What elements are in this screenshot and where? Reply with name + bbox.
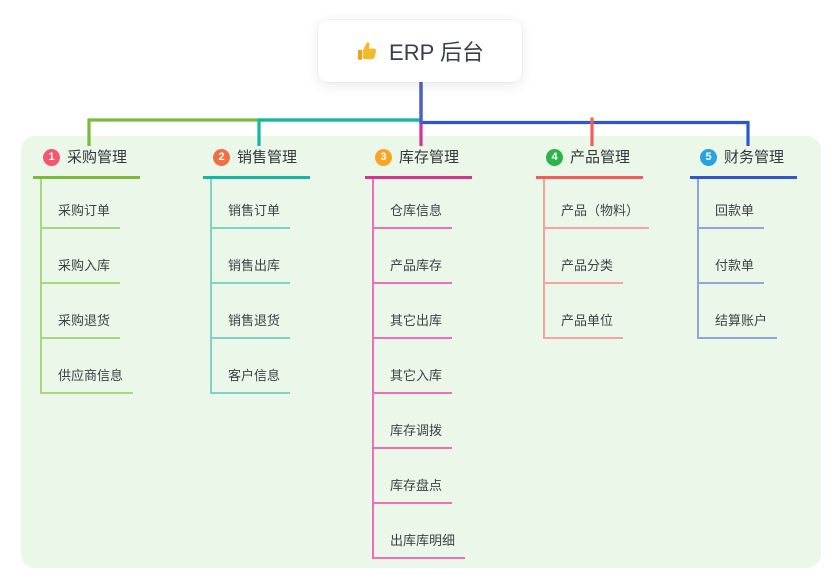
child-node[interactable]: 销售出库 <box>210 257 291 284</box>
root-title: ERP 后台 <box>389 40 484 65</box>
child-node[interactable]: 供应商信息 <box>40 367 134 394</box>
child-node[interactable]: 仓库信息 <box>372 202 453 229</box>
branch-node-2[interactable]: 2 销售管理 <box>203 147 311 179</box>
child-node[interactable]: 结算账户 <box>697 312 778 339</box>
branch-node-4[interactable]: 4 产品管理 <box>536 147 644 179</box>
child-node[interactable]: 出库库明细 <box>372 532 466 559</box>
child-node[interactable]: 产品分类 <box>543 257 624 284</box>
child-node[interactable]: 采购退货 <box>40 312 121 339</box>
child-node[interactable]: 客户信息 <box>210 367 291 394</box>
branch-title-label: 产品管理 <box>570 149 631 166</box>
child-node[interactable]: 付款单 <box>697 257 765 284</box>
child-node[interactable]: 回款单 <box>697 202 765 229</box>
branch-number-badge: 4 <box>546 149 563 166</box>
branches-panel <box>21 136 821 568</box>
child-node[interactable]: 产品（物料） <box>543 202 650 229</box>
branch-title-label: 采购管理 <box>67 149 128 166</box>
child-node[interactable]: 产品单位 <box>543 312 624 339</box>
branch-title-label: 库存管理 <box>399 149 460 166</box>
branch-node-3[interactable]: 3 库存管理 <box>365 147 473 179</box>
branch-node-1[interactable]: 1 采购管理 <box>33 147 141 179</box>
branch-number-badge: 3 <box>375 149 392 166</box>
child-node[interactable]: 库存调拨 <box>372 422 453 449</box>
child-node[interactable]: 库存盘点 <box>372 477 453 504</box>
child-node[interactable]: 销售订单 <box>210 202 291 229</box>
child-node[interactable]: 其它入库 <box>372 367 453 394</box>
thumbs-up-icon <box>357 41 377 60</box>
mindmap-root-node[interactable]: ERP 后台 <box>318 20 522 82</box>
child-node[interactable]: 产品库存 <box>372 257 453 284</box>
branch-number-badge: 2 <box>213 149 230 166</box>
branch-number-badge: 1 <box>43 149 60 166</box>
child-node[interactable]: 采购订单 <box>40 202 121 229</box>
branch-title-label: 财务管理 <box>724 149 785 166</box>
child-node[interactable]: 销售退货 <box>210 312 291 339</box>
branch-node-5[interactable]: 5 财务管理 <box>690 147 798 179</box>
branch-title-label: 销售管理 <box>237 149 298 166</box>
child-node[interactable]: 其它出库 <box>372 312 453 339</box>
child-node[interactable]: 采购入库 <box>40 257 121 284</box>
branch-number-badge: 5 <box>700 149 717 166</box>
